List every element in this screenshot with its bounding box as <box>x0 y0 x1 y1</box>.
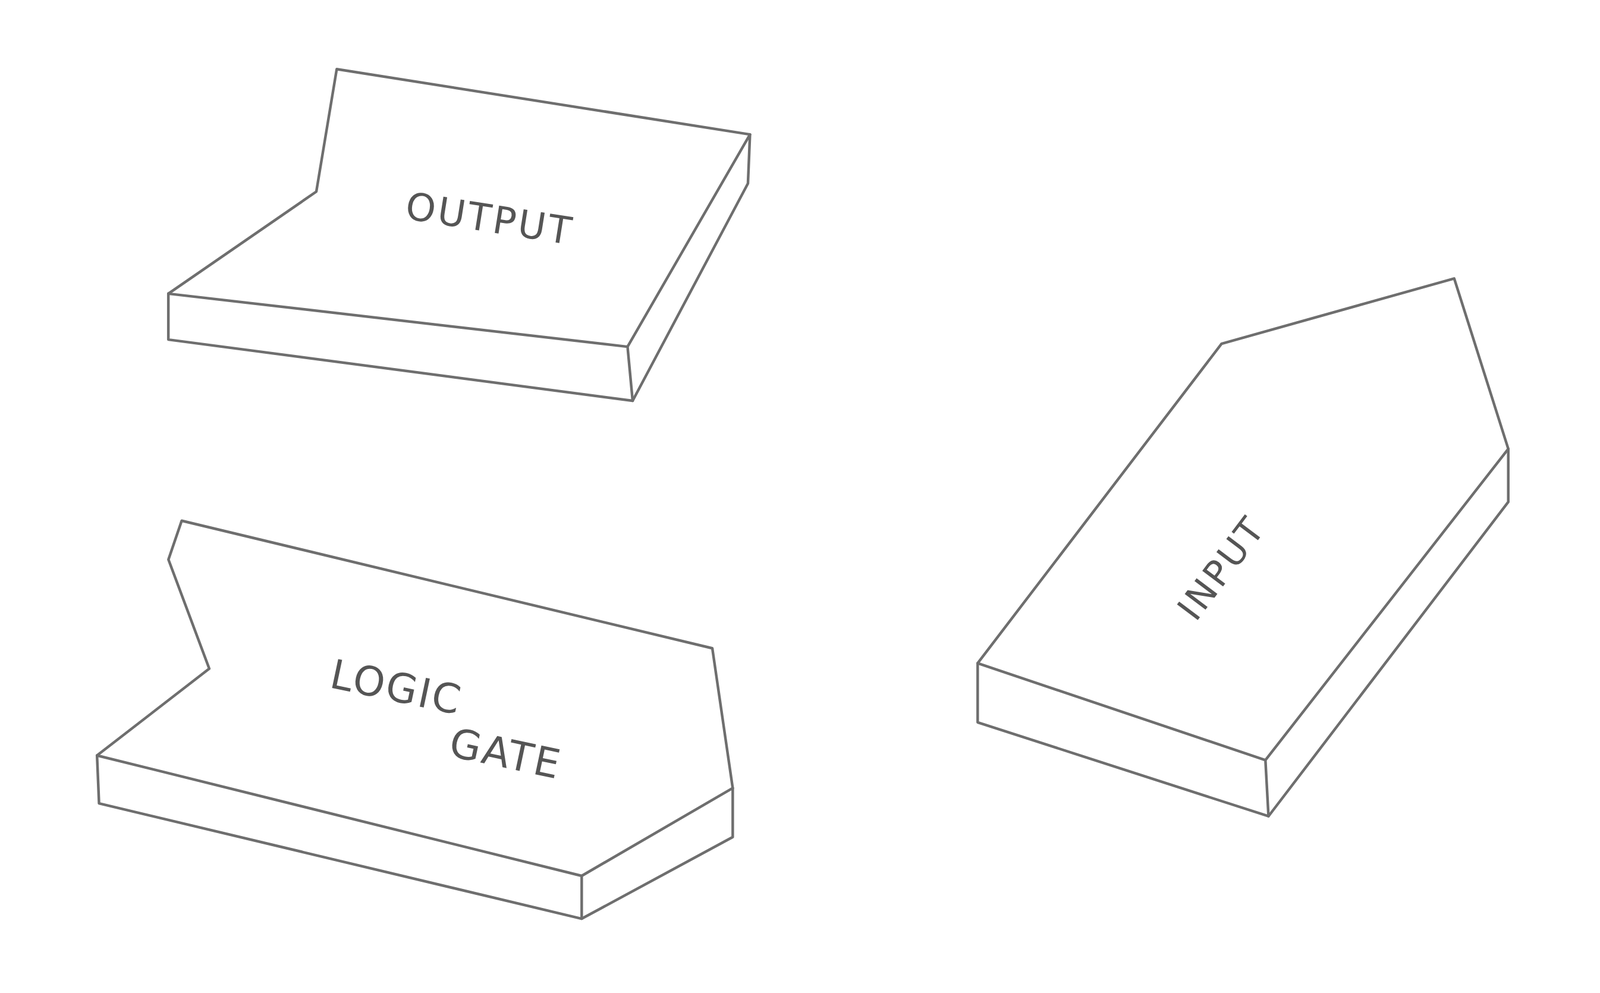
block-shape: LOGIC GATE <box>86 505 746 929</box>
block-edge <box>96 755 733 919</box>
block-outline <box>158 55 761 414</box>
block-edge <box>168 134 750 402</box>
block-body <box>168 69 750 402</box>
block-shape: OUTPUT <box>158 55 761 414</box>
block-edge <box>977 448 1508 817</box>
block-shape: INPUT <box>964 265 1521 827</box>
block-body <box>977 278 1508 817</box>
block-body <box>96 520 733 919</box>
